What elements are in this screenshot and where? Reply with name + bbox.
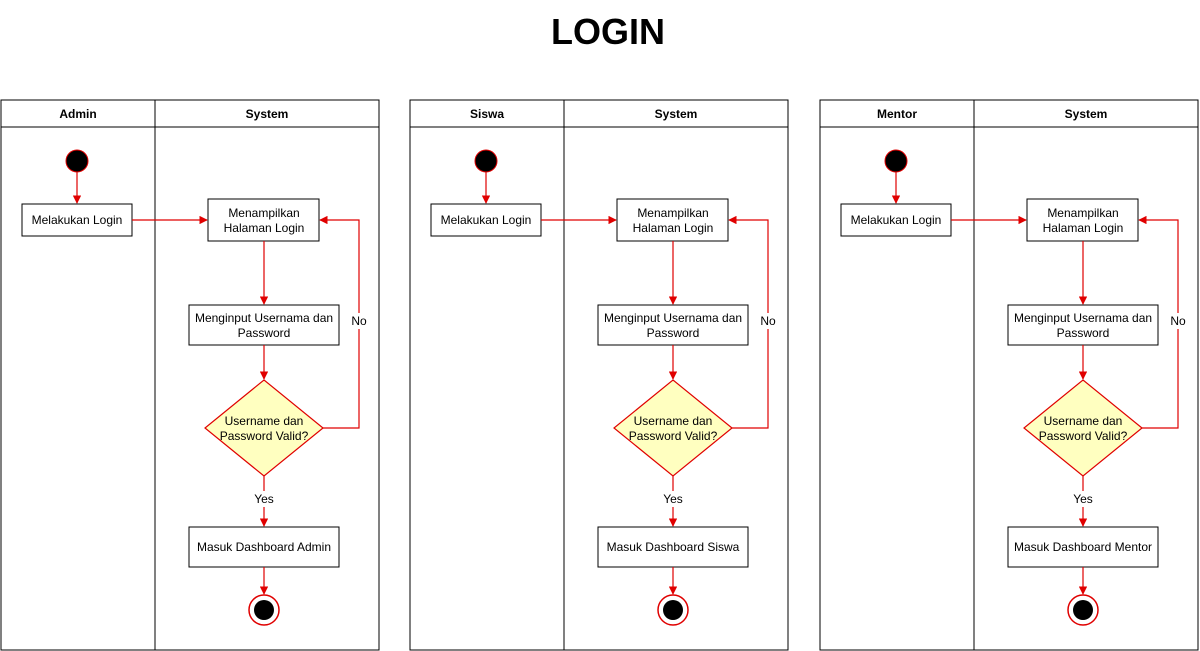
show-login-label-line2: Halaman Login	[224, 221, 305, 235]
show-login-label-line2: Halaman Login	[633, 221, 714, 235]
no-label-bg	[1167, 313, 1189, 329]
pool-border	[819, 99, 1199, 651]
pool-border	[409, 99, 789, 651]
decision-label-line1: Username dan	[634, 414, 713, 428]
actor-lane-header: Mentor	[877, 107, 917, 121]
end-node-inner	[1073, 600, 1093, 620]
result-label: Masuk Dashboard Siswa	[607, 540, 740, 554]
actor-action-box	[21, 203, 133, 237]
start-node	[474, 149, 498, 173]
show-login-label-line1: Menampilkan	[637, 206, 708, 220]
actor-lane-header: Siswa	[470, 107, 504, 121]
show-login-label-line1: Menampilkan	[1047, 206, 1118, 220]
no-branch-label: No	[351, 314, 367, 328]
no-branch-label: No	[1170, 314, 1186, 328]
result-box	[1007, 526, 1159, 568]
decision-label-line2: Password Valid?	[220, 429, 309, 443]
no-branch-label: No	[760, 314, 776, 328]
show-login-box	[1026, 198, 1139, 242]
result-label: Masuk Dashboard Admin	[197, 540, 331, 554]
actor-action-label: Melakukan Login	[851, 213, 942, 227]
actor-lane-header: Admin	[59, 107, 96, 121]
actor-action-box	[840, 203, 952, 237]
no-label-bg	[348, 313, 370, 329]
page-title: LOGIN	[551, 11, 665, 52]
yes-label-bg	[660, 491, 686, 507]
decision-label-line1: Username dan	[1044, 414, 1123, 428]
start-node	[884, 149, 908, 173]
actor-action-label: Melakukan Login	[32, 213, 123, 227]
decision-label-line2: Password Valid?	[1039, 429, 1128, 443]
decision-diamond	[613, 379, 733, 477]
yes-label-bg	[251, 491, 277, 507]
yes-branch-label: Yes	[663, 492, 683, 506]
system-lane-header: System	[655, 107, 698, 121]
input-label-line1: Menginput Usernama dan	[195, 311, 333, 325]
yes-branch-label: Yes	[1073, 492, 1093, 506]
decision-diamond	[1023, 379, 1143, 477]
decision-label-line2: Password Valid?	[629, 429, 718, 443]
end-node-inner	[663, 600, 683, 620]
input-label-line2: Password	[647, 326, 700, 340]
start-node	[65, 149, 89, 173]
input-label-line2: Password	[238, 326, 291, 340]
input-label-line1: Menginput Usernama dan	[604, 311, 742, 325]
show-login-label-line1: Menampilkan	[228, 206, 299, 220]
yes-label-bg	[1070, 491, 1096, 507]
input-label-line2: Password	[1057, 326, 1110, 340]
result-box	[597, 526, 749, 568]
input-credentials-box	[188, 304, 340, 346]
system-lane-header: System	[246, 107, 289, 121]
result-box	[188, 526, 340, 568]
actor-action-label: Melakukan Login	[441, 213, 532, 227]
show-login-label-line2: Halaman Login	[1043, 221, 1124, 235]
actor-action-box	[430, 203, 542, 237]
input-label-line1: Menginput Usernama dan	[1014, 311, 1152, 325]
end-node-inner	[254, 600, 274, 620]
result-label: Masuk Dashboard Mentor	[1014, 540, 1152, 554]
system-lane-header: System	[1065, 107, 1108, 121]
decision-diamond	[204, 379, 324, 477]
input-credentials-box	[597, 304, 749, 346]
pool-border	[0, 99, 380, 651]
show-login-box	[616, 198, 729, 242]
input-credentials-box	[1007, 304, 1159, 346]
yes-branch-label: Yes	[254, 492, 274, 506]
no-label-bg	[757, 313, 779, 329]
decision-label-line1: Username dan	[225, 414, 304, 428]
